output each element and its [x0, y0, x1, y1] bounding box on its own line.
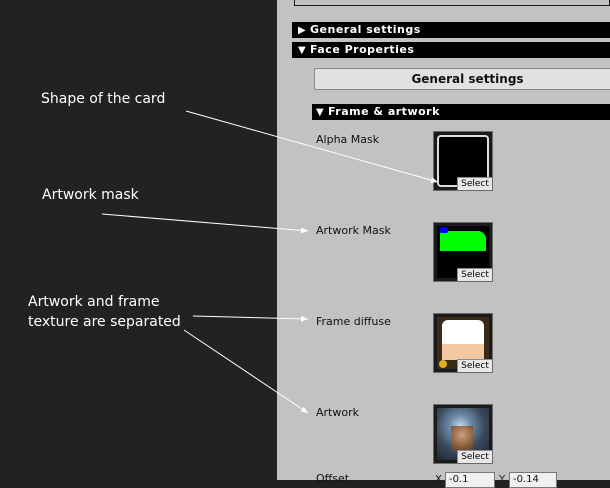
artwork-texture-field[interactable]: Select [433, 404, 493, 464]
inspector-panel: ▶General settings ▼Face Properties Gener… [277, 0, 610, 488]
offset-y-input[interactable]: -0.14 [509, 472, 557, 488]
artwork-mask-green-region [440, 231, 486, 251]
note-separated-line2: texture are separated [28, 314, 181, 330]
frame-diffuse-texture-field[interactable]: Select [433, 313, 493, 373]
annotation-pane: Shape of the card Artwork mask Artwork a… [0, 0, 277, 480]
alpha-mask-label: Alpha Mask [316, 133, 380, 146]
expanded-arrow-icon: ▼ [316, 107, 325, 118]
offset-x-input[interactable]: -0.1 [445, 472, 495, 488]
note-separated-line1: Artwork and frame [28, 294, 160, 310]
foldout-general-settings[interactable]: ▶General settings [292, 22, 610, 38]
alpha-mask-texture-field[interactable]: Select [433, 131, 493, 191]
collapsed-arrow-icon: ▶ [298, 25, 307, 36]
artwork-mask-blue-corner [440, 227, 448, 233]
frame-diffuse-skin-area [442, 344, 484, 360]
foldout-face-properties[interactable]: ▼Face Properties [292, 42, 610, 58]
frame-diffuse-white-area [442, 320, 484, 344]
alpha-mask-select-button[interactable]: Select [457, 177, 492, 190]
artwork-mask-texture-field[interactable]: Select [433, 222, 493, 282]
note-artwork-mask: Artwork mask [42, 187, 139, 203]
artwork-mask-label: Artwork Mask [316, 224, 391, 237]
note-shape-of-card: Shape of the card [41, 91, 166, 107]
expanded-arrow-icon: ▼ [298, 45, 307, 56]
foldout-face-properties-label: Face Properties [310, 43, 415, 56]
artwork-figure [451, 426, 473, 456]
foldout-general-settings-label: General settings [310, 23, 421, 36]
frame-diffuse-gem-icon [439, 360, 447, 368]
foldout-frame-artwork-label: Frame & artwork [328, 105, 440, 118]
artwork-mask-select-button[interactable]: Select [457, 268, 492, 281]
foldout-frame-artwork[interactable]: ▼Frame & artwork [312, 104, 610, 120]
offset-label: Offset [316, 472, 350, 485]
general-settings-button[interactable]: General settings [314, 68, 610, 90]
frame-diffuse-select-button[interactable]: Select [457, 359, 492, 372]
top-field-edge [294, 0, 610, 6]
artwork-select-button[interactable]: Select [457, 450, 492, 463]
artwork-label: Artwork [316, 406, 359, 419]
frame-diffuse-label: Frame diffuse [316, 315, 391, 328]
